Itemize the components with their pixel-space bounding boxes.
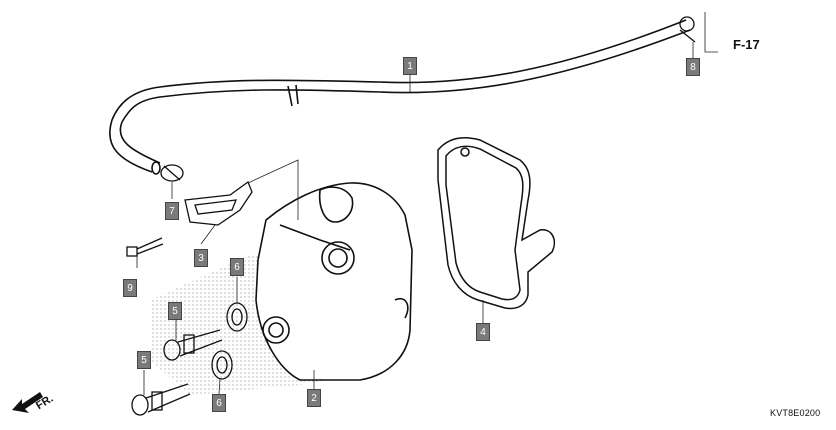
- cover-bolt-lower: [131, 383, 191, 416]
- hose-clip-top: [679, 16, 696, 43]
- hose-clip-bottom: [160, 164, 184, 182]
- callout-5-upper: 5: [168, 302, 182, 320]
- callout-2: 2: [307, 389, 321, 407]
- reference-label: F-17: [733, 37, 760, 52]
- callout-8: 8: [686, 58, 700, 76]
- callout-4: 4: [476, 323, 490, 341]
- grommet-lower: [211, 350, 233, 380]
- figure-code: KVT8E0200: [770, 408, 821, 418]
- hose-bracket: [184, 180, 253, 226]
- callout-6-lower: 6: [212, 394, 226, 412]
- callout-9: 9: [123, 279, 137, 297]
- breather-hose: [109, 19, 691, 175]
- callout-3: 3: [194, 249, 208, 267]
- bracket-bolt: [126, 237, 164, 257]
- callout-6-upper: 6: [230, 258, 244, 276]
- callout-7: 7: [165, 202, 179, 220]
- head-cover: [255, 182, 413, 381]
- cover-gasket: [437, 137, 556, 310]
- cover-bolt-upper: [163, 329, 223, 361]
- callout-5-lower: 5: [137, 351, 151, 369]
- callout-1: 1: [403, 57, 417, 75]
- front-arrow-icon: [12, 392, 43, 413]
